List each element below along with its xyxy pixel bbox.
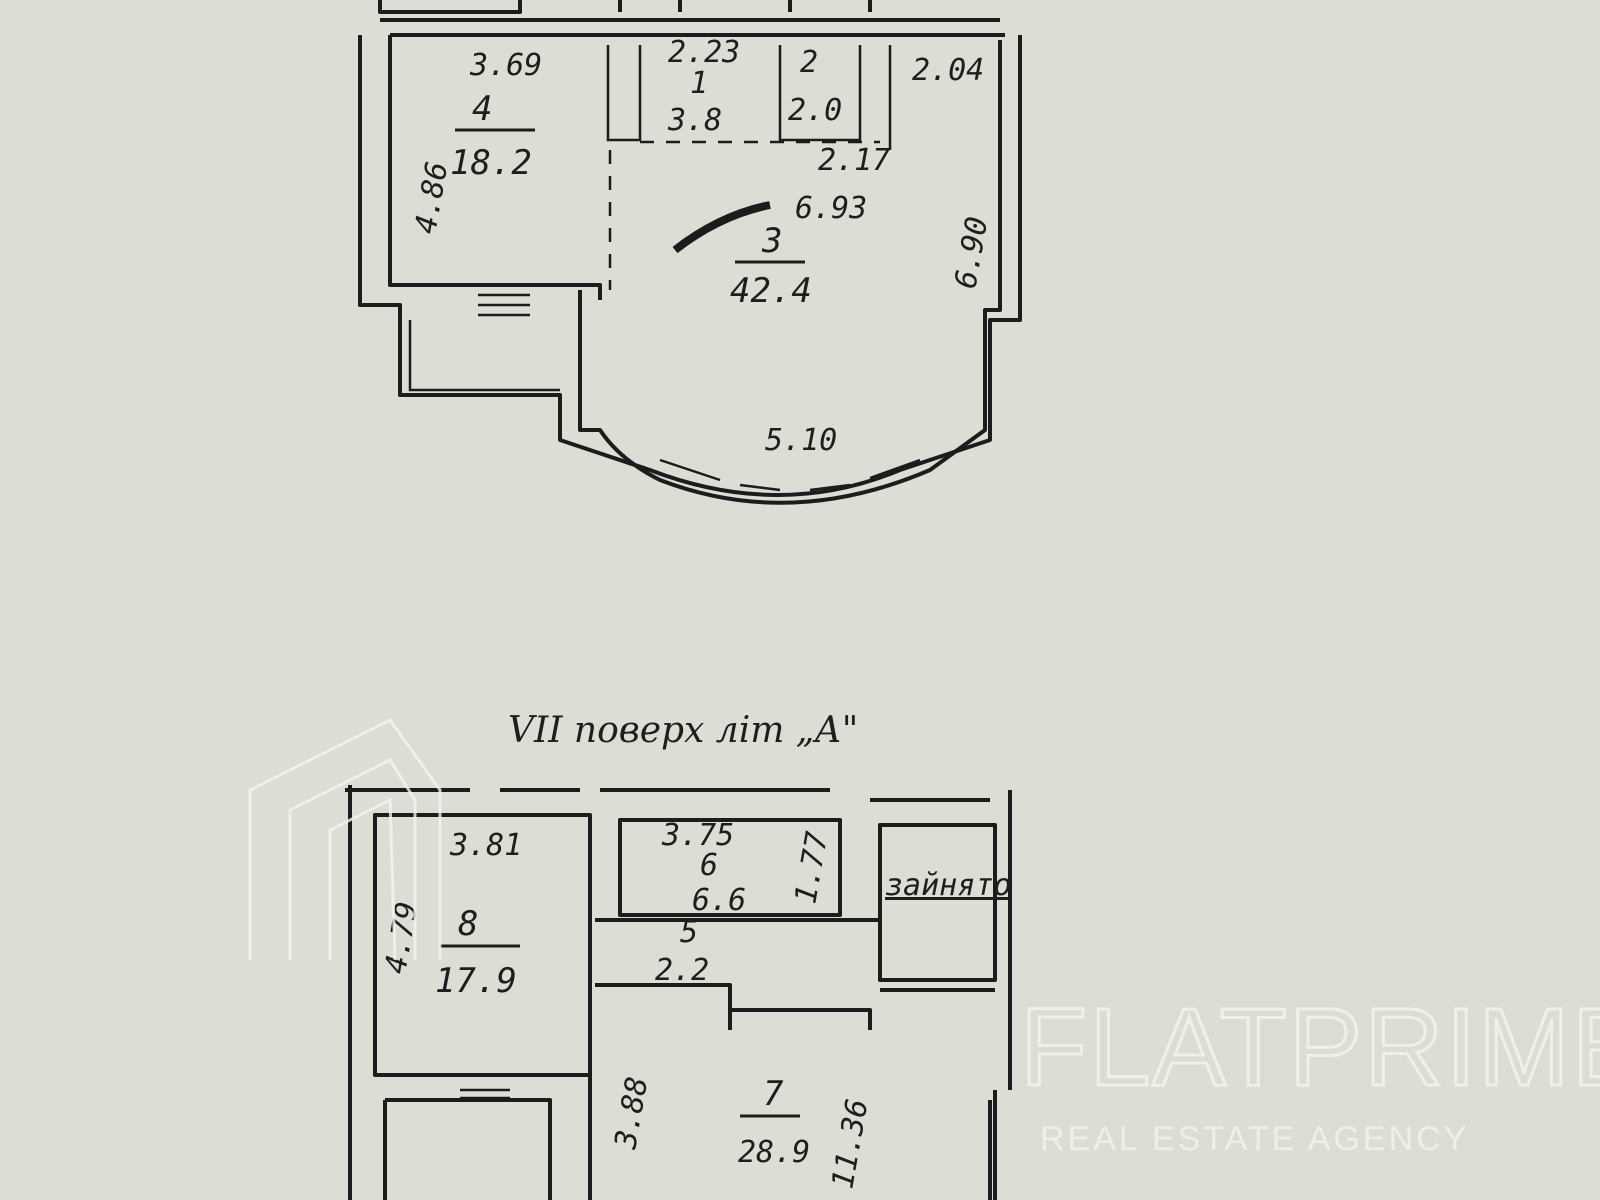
room-6-length: 1.77 bbox=[788, 829, 835, 906]
room-8-number: 8 bbox=[458, 904, 478, 944]
room-3-number: 3 bbox=[761, 221, 782, 261]
watermark-tagline: REAL ESTATE AGENCY bbox=[1040, 1120, 1469, 1158]
room-8-area: 17.9 bbox=[435, 961, 517, 1001]
room-4-width: 3.69 bbox=[469, 48, 542, 83]
balcony-window bbox=[408, 293, 560, 392]
room-1-number: 1 bbox=[690, 66, 708, 101]
room-1-area: 3.8 bbox=[667, 103, 722, 138]
top-wall bbox=[378, 0, 1000, 22]
window bbox=[460, 1088, 510, 1100]
curved-counter bbox=[672, 201, 771, 254]
room-8-width: 3.81 bbox=[449, 828, 522, 863]
room-2-area: 2.0 bbox=[788, 93, 842, 128]
room-7-length: 11.36 bbox=[825, 1096, 875, 1191]
room-6-wall bbox=[618, 818, 842, 917]
room-7-area: 28.9 bbox=[738, 1135, 810, 1170]
room-1-width: 2.23 bbox=[668, 35, 740, 70]
bay-windows bbox=[659, 458, 921, 492]
room-6-width: 3.75 bbox=[661, 818, 734, 853]
room-2-number: 2 bbox=[800, 45, 818, 80]
corridor-walls bbox=[595, 918, 995, 1030]
room-4-length: 4.86 bbox=[408, 159, 455, 236]
room-3-inner-dimension: 2.17 bbox=[818, 143, 890, 178]
room-8-length: 4.79 bbox=[378, 899, 425, 976]
room-7-width: 3.88 bbox=[608, 1074, 655, 1152]
dashed-boundary bbox=[608, 140, 880, 290]
outer-wall bbox=[358, 35, 1022, 497]
lower-floor-plan: 3.81 4.79 8 17.9 3.75 6 6.6 1.77 5 2.2 з… bbox=[345, 785, 1012, 1200]
room-3-wall bbox=[578, 40, 1002, 505]
watermark: FLATPRIME REAL ESTATE AGENCY bbox=[248, 718, 1600, 1158]
watermark-logo-icon bbox=[248, 718, 442, 961]
room-4-number: 4 bbox=[472, 89, 492, 129]
room-3-area: 42.4 bbox=[730, 271, 812, 311]
room-5-area: 2.2 bbox=[655, 953, 709, 988]
watermark-brand: FLATPRIME bbox=[1020, 986, 1600, 1109]
occupied-room-wall bbox=[878, 823, 997, 982]
room-3-width: 6.93 bbox=[795, 191, 867, 226]
room-4-area: 18.2 bbox=[450, 143, 532, 183]
room-7-number: 7 bbox=[763, 1074, 784, 1114]
floor-title: VII поверх літ „А" bbox=[508, 710, 858, 751]
room-3-length: 6.90 bbox=[948, 214, 995, 291]
room-6-number: 6 bbox=[700, 848, 718, 883]
room-7-wall bbox=[383, 1075, 997, 1200]
room-4-wall bbox=[388, 33, 1005, 300]
upper-floor-plan: 3.69 4.86 4 18.2 2.23 1 3.8 2 2.0 2.04 2… bbox=[358, 0, 1022, 505]
partition-walls bbox=[606, 45, 892, 150]
room-3-bay-dimension: 5.10 bbox=[765, 423, 837, 458]
room-5-number: 5 bbox=[680, 915, 698, 950]
occupied-label: зайнято bbox=[885, 868, 1011, 903]
room-6-area: 6.6 bbox=[692, 883, 746, 918]
room-3-extra-dimension: 2.04 bbox=[912, 53, 984, 88]
